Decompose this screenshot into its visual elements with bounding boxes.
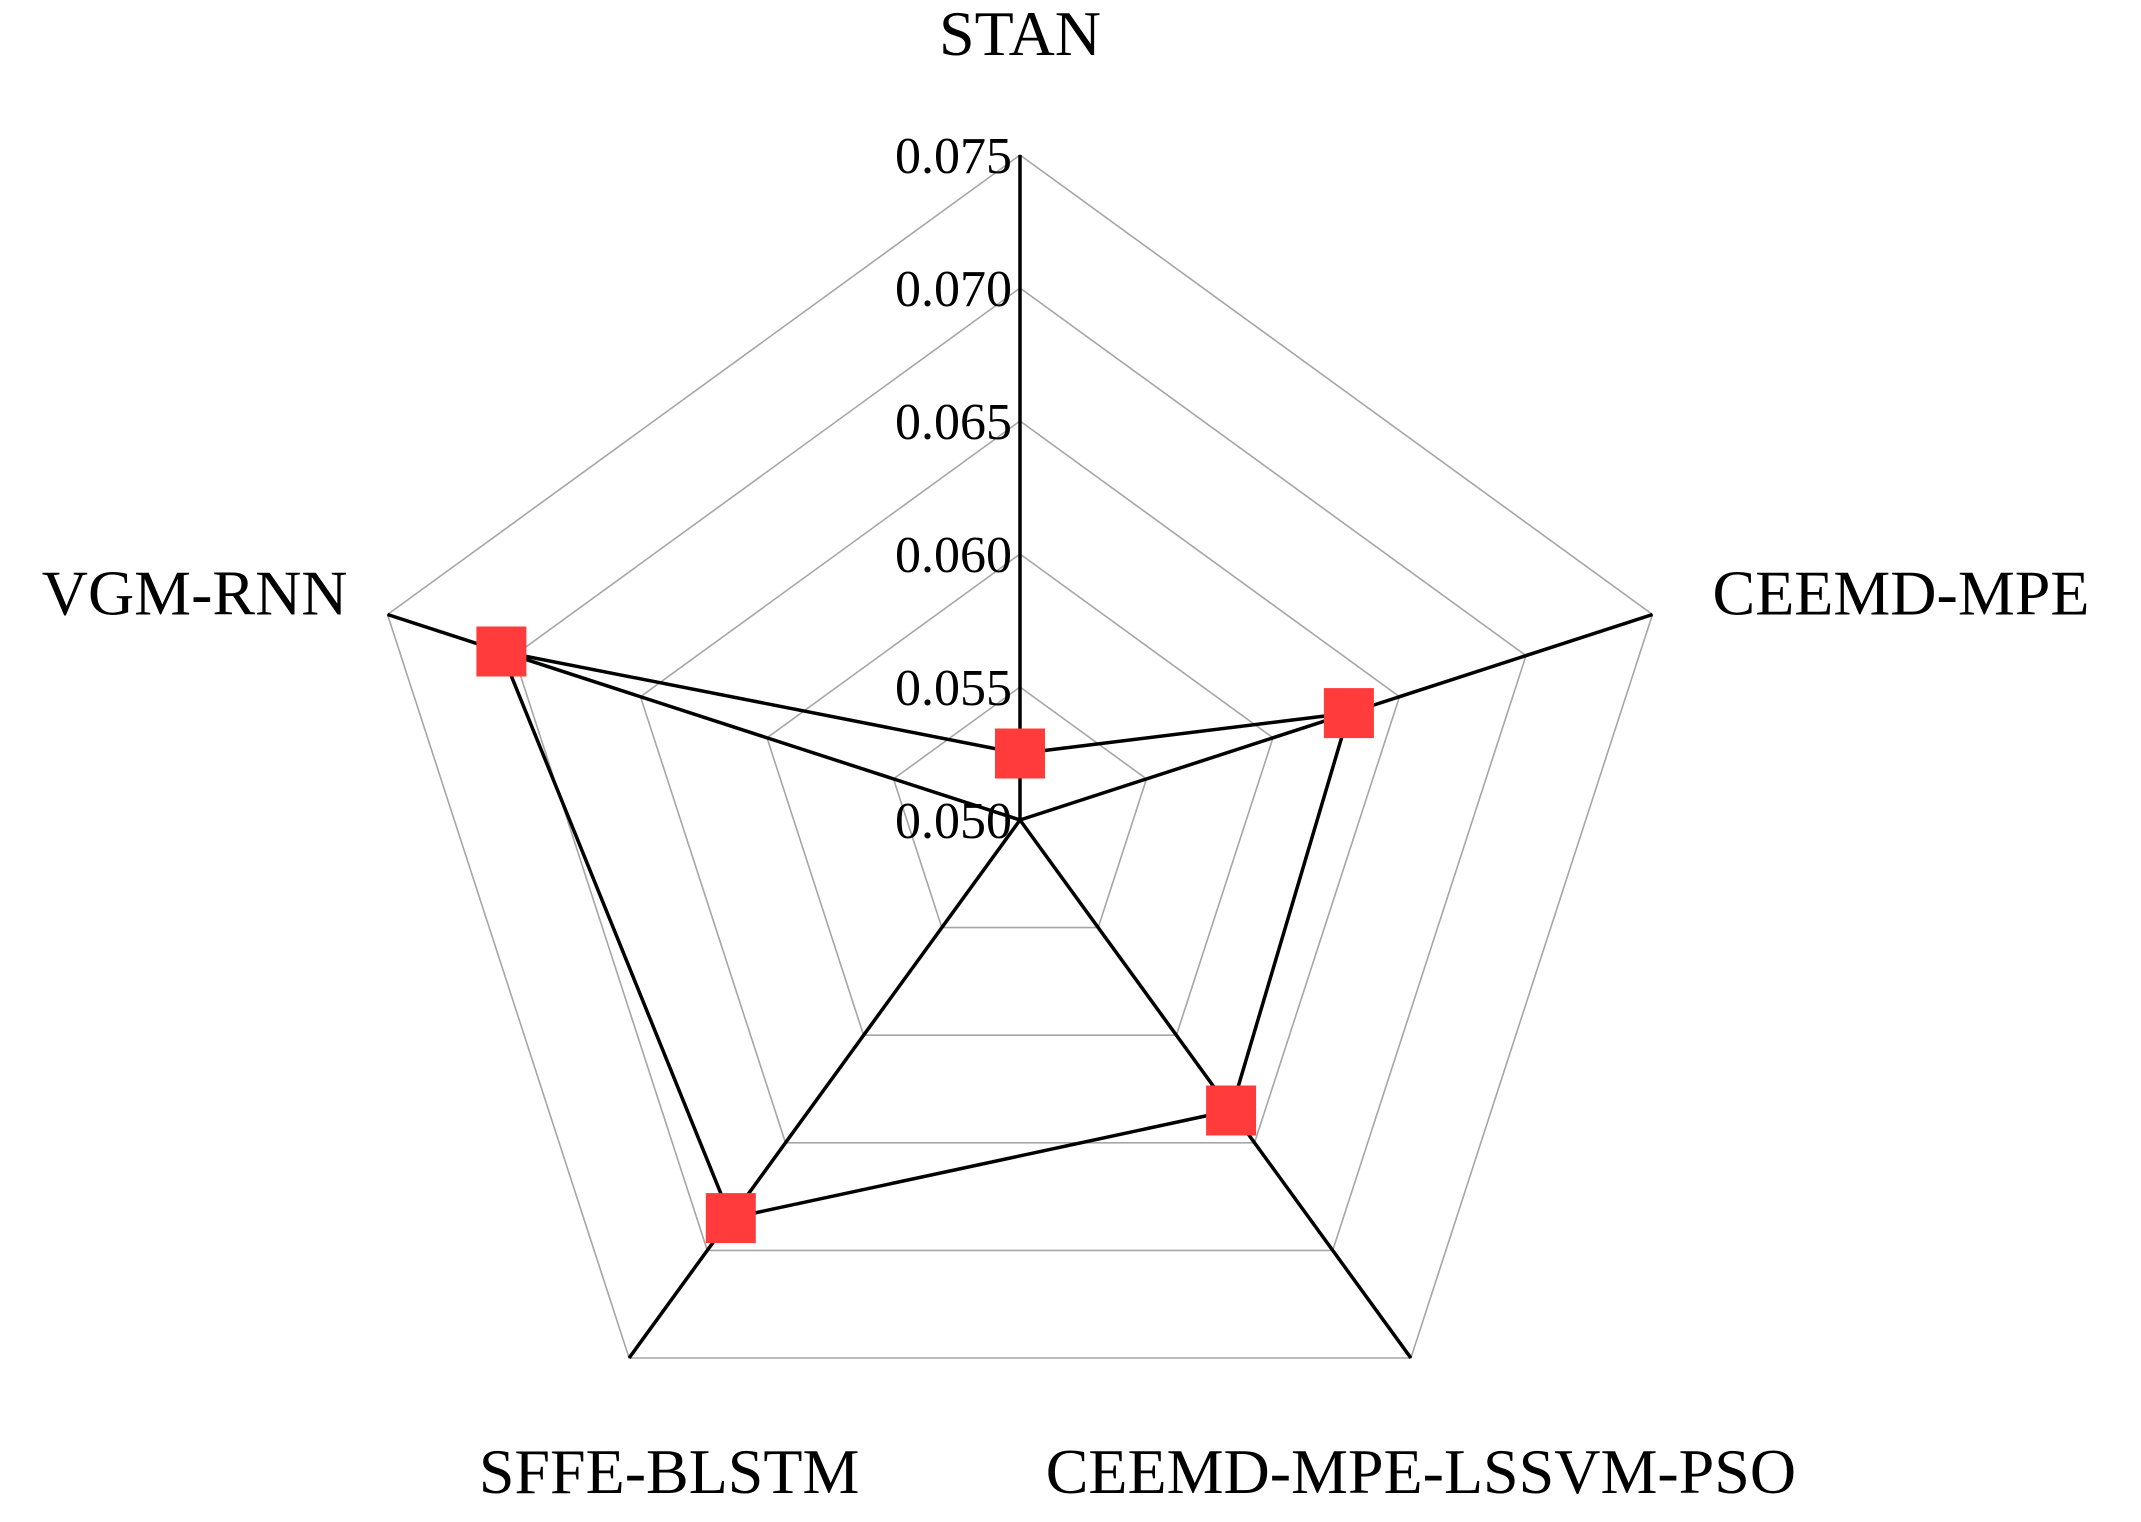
radar-series [476,626,1374,1244]
radar-labels: 0.050 0.055 0.060 0.065 0.070 0.075 STAN CEEMD-… [42,0,2090,1507]
tick-label: 0.075 [895,128,1012,185]
data-point-stan [995,728,1045,779]
data-point-vgm-rnn [476,626,527,677]
data-point-ceemd-mpe-lssvm-pso [1206,1085,1257,1136]
series-line [498,649,1352,1221]
tick-label: 0.055 [895,660,1012,717]
grid-ring-0-075 [386,154,1654,1359]
category-label-ceemd-mpe-lssvm-pso: CEEMD-MPE-LSSVM-PSO [1046,1436,1796,1507]
tick-label: 0.050 [895,793,1012,850]
radar-grid [386,154,1654,1359]
tick-label: 0.070 [895,261,1012,318]
tick-label: 0.065 [895,394,1012,451]
category-label-vgm-rnn: VGM-RNN [42,558,348,629]
grid-ring-0-070 [513,287,1527,1252]
grid-ring-0-055 [892,686,1148,929]
category-label-sffe-blstm: SFFE-BLSTM [479,1436,860,1507]
axis-spoke-sffe-blstm [627,818,1022,1360]
tick-label: 0.060 [895,527,1012,584]
category-label-stan: STAN [939,0,1101,69]
data-point-sffe-blstm [705,1193,756,1244]
category-label-ceemd-mpe: CEEMD-MPE [1713,558,2090,629]
data-point-ceemd-mpe [1323,688,1374,739]
grid-ring-0-065 [639,420,1401,1144]
grid-ring-0-060 [766,553,1274,1036]
